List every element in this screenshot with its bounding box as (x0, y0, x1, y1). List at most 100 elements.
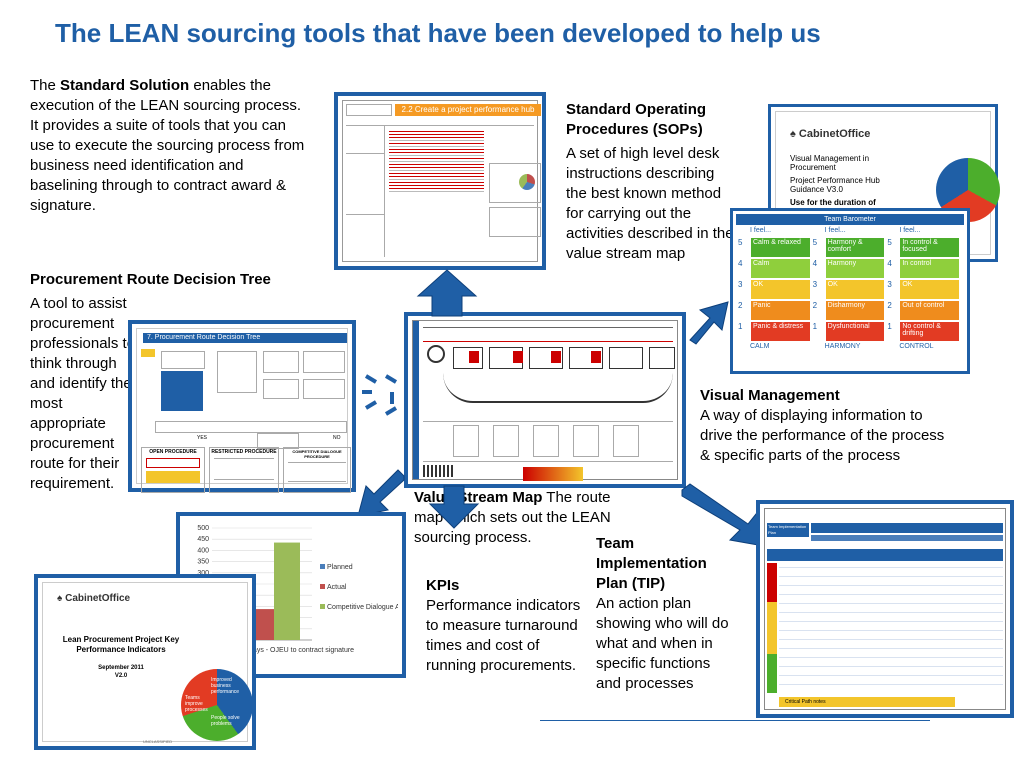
barometer-row-number: 5 (738, 238, 743, 247)
chart-y-tick: 450 (197, 536, 209, 543)
barometer-feel-label: I feel... (824, 227, 846, 234)
tree-open-procedure: OPEN PROCEDURE (149, 449, 197, 455)
kpis-heading: KPIs (426, 577, 460, 594)
kpi-doc-title: Lean Procurement Project Key Performance… (62, 635, 180, 654)
barometer-feel-label: I feel... (899, 227, 921, 234)
kpi-circle-label-3: People solve problems (211, 715, 240, 727)
barometer-cell: Panic & distress (751, 322, 810, 341)
visual-doc-logo: CabinetOffice (798, 128, 871, 140)
chart-y-tick: 400 (197, 547, 209, 554)
barometer-row-number: 3 (812, 280, 818, 289)
chart-x-label: Turnaround time working days - OJEU to c… (184, 647, 354, 654)
barometer-cell: Out of control (900, 301, 960, 320)
decision-tree-heading: Procurement Route Decision Tree (30, 271, 271, 288)
barometer-row-number: 5 (887, 238, 892, 247)
barometer-cell: Calm & relaxed (751, 238, 810, 257)
chart-legend-label: Planned (327, 564, 353, 571)
chart-legend-label: Competitive Dialogue Average (327, 604, 398, 611)
vsm-body: The route map which sets out the LEAN so… (414, 489, 611, 546)
tree-no-label: NO (333, 435, 341, 441)
barometer-row: 2 Disharmony (813, 301, 888, 320)
visual-mgmt-heading: Visual Management (700, 387, 840, 404)
barometer-cell: No control & drifting (900, 322, 960, 341)
barometer-row-number: 5 (812, 238, 818, 247)
barometer-row-number: 1 (887, 322, 892, 331)
visual-mgmt-body: A way of displaying information to drive… (700, 407, 945, 464)
tip-critical-path: Critical Path notes (779, 697, 955, 707)
kpi-doc-date: September 2011 (98, 665, 144, 671)
cabinet-office-crest-icon: ♠ (790, 128, 799, 140)
chart-legend-swatch (320, 564, 325, 569)
arrow-up-icon (416, 269, 478, 317)
chart-y-tick: 350 (197, 559, 209, 566)
kpis-body: Performance indicators to measure turnar… (426, 597, 581, 674)
value-stream-map-thumbnail (404, 312, 686, 488)
barometer-cell: OK (825, 280, 885, 299)
visual-doc-line2: Project Performance Hub Guidance V3.0 (790, 176, 880, 194)
kpi-crest-icon: ♠ (57, 593, 66, 604)
kpi-doc-logo: CabinetOffice (65, 593, 131, 604)
sops-heading: Standard Operating Procedures (SOPs) (566, 101, 707, 138)
intro-post: enables the execution of the LEAN sourci… (30, 77, 305, 214)
intro-bold: Standard Solution (60, 77, 190, 94)
barometer-row: 5 Harmony & comfort (813, 238, 888, 257)
barometer-row-number: 4 (887, 259, 892, 268)
sops-thumb-title: 2.2 Create a project performance hub (395, 104, 541, 116)
decision-tree-body: A tool to assist procurement professiona… (30, 295, 136, 492)
barometer-cell: Panic (751, 301, 810, 320)
barometer-feel-label: I feel... (750, 227, 772, 234)
barometer-row-number: 4 (812, 259, 818, 268)
arrow-upper-right-icon (689, 301, 729, 345)
barometer-column-label: CALM (750, 343, 770, 350)
chart-y-tick: 300 (197, 570, 209, 577)
barometer-cell: Harmony & comfort (825, 238, 885, 257)
chart-legend-label: Actual (327, 584, 347, 591)
kpi-doc-footer: UNCLASSIFIED (143, 739, 173, 744)
tip-heading: Team Implementation Plan (TIP) (596, 535, 707, 592)
kpi-circle-label-1: Improved business performance (211, 677, 240, 695)
tip-thumbnail: Team Implementation Plan Critical Path n… (756, 500, 1014, 718)
barometer-row: 2 Out of control (887, 301, 962, 320)
slide-title: The LEAN sourcing tools that have been d… (55, 18, 821, 48)
tip-thumb-header: Team Implementation Plan (767, 523, 809, 537)
barometer-column-label: CONTROL (899, 343, 934, 350)
barometer-cell: In control (900, 259, 960, 278)
barometer-row: 4 Harmony (813, 259, 888, 278)
sops-body: A set of high level desk instructions de… (566, 145, 734, 262)
barometer-row-number: 2 (887, 301, 892, 310)
tree-competitive-procedure: COMPETITIVE DIALOGUE PROCEDURE (292, 449, 342, 459)
bottom-rule (540, 720, 930, 721)
cycle-arrows-icon (362, 374, 398, 416)
visual-doc-line1: Visual Management in Procurement (790, 154, 870, 172)
chart-y-tick: 500 (197, 525, 209, 532)
barometer-title: Team Barometer (736, 214, 964, 225)
sops-thumbnail: 2.2 Create a project performance hub (334, 92, 546, 270)
barometer-cell: Dysfunctional (825, 322, 885, 341)
barometer-row: 3 OK (813, 280, 888, 299)
kpi-circle-label-2: Teams improve processes (185, 695, 208, 713)
barometer-row-number: 1 (812, 322, 818, 331)
decision-tree-thumbnail: 7. Procurement Route Decision Tree YES N… (128, 320, 356, 493)
kpi-doc-version: V2.0 (114, 673, 128, 679)
barometer-row-number: 2 (812, 301, 818, 310)
kpi-document: ♠ CabinetOffice Lean Procurement Project… (34, 574, 256, 750)
barometer-row: 4 In control (887, 259, 962, 278)
barometer-cell: Disharmony (825, 301, 885, 320)
chart-legend-swatch (320, 584, 325, 589)
intro-text: The Standard Solution enables the execut… (30, 76, 310, 216)
tree-restricted-procedure: RESTRICTED PROCEDURE (211, 449, 277, 455)
barometer-cell: Harmony (825, 259, 885, 278)
chart-legend-swatch (320, 604, 325, 609)
arrow-lower-left-icon (357, 469, 405, 517)
tree-thumb-title: 7. Procurement Route Decision Tree (143, 333, 347, 343)
barometer-row: 1 No control & drifting (887, 322, 962, 341)
